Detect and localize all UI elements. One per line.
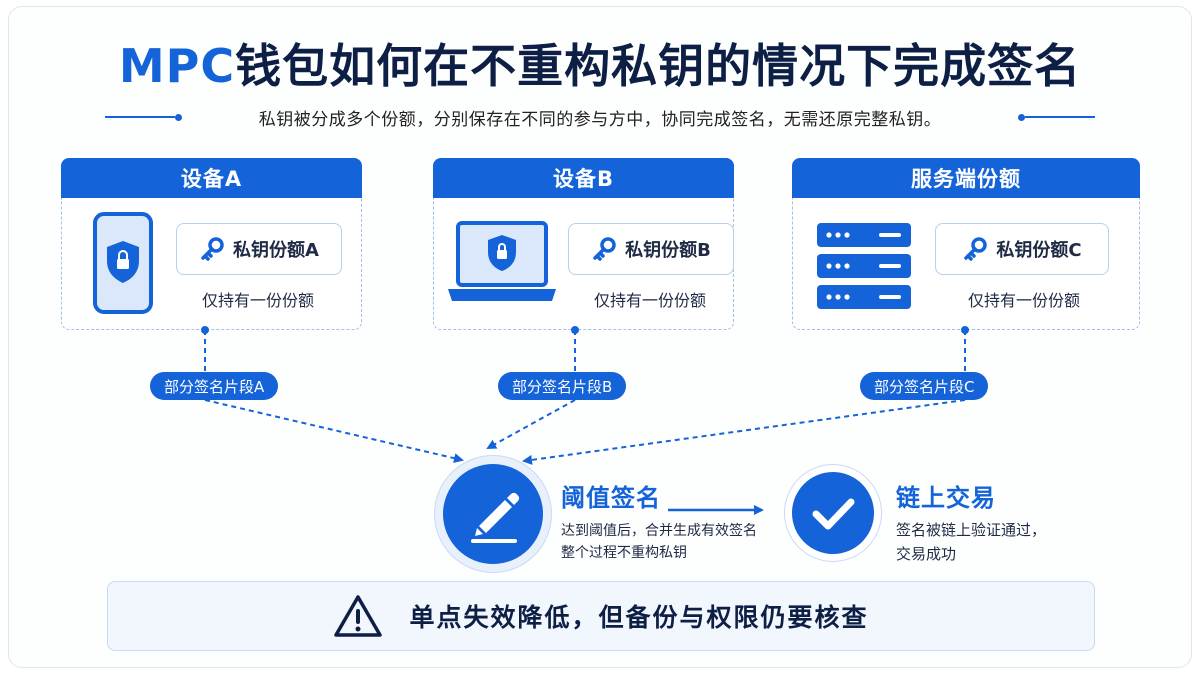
party-card-device-b: 设备B 私钥份额B 仅持有一份份额 [433,158,734,330]
laptop-shield-icon [448,221,556,301]
party-card-device-a: 设备A 私钥份额A 仅持有一份份额 [61,158,362,330]
key-icon [201,237,224,261]
share-box: 私钥份额B [568,223,734,275]
share-label: 私钥份额A [233,240,319,261]
party-title: 服务端份额 [792,158,1140,198]
page-title: MPC钱包如何在不重构私钥的情况下完成签名 [0,30,1200,96]
party-card-server: 服务端份额 私钥份额C 仅持有一份份额 [792,158,1140,330]
onchain-circle-inner [792,472,874,554]
party-title: 设备B [433,158,734,198]
threshold-circle-inner [443,464,543,564]
key-icon [593,237,616,261]
infographic-frame [8,6,1192,668]
onchain-desc-line1: 签名被链上验证通过， [896,521,1047,539]
subtitle-row: 私钥被分成多个份额，分别保存在不同的参与方中，协同完成签名，无需还原完整私钥。 [105,104,1095,130]
threshold-desc-line2: 整个过程不重构私钥 [561,545,687,561]
fragment-pill-a: 部分签名片段A [150,372,279,400]
onchain-desc-line2: 交易成功 [896,545,957,563]
smartphone-shield-icon [93,212,153,314]
hold-text: 仅持有一份份额 [593,291,706,310]
key-icon [964,237,988,261]
share-label: 私钥份额C [996,240,1082,261]
warning-box: 单点失效降低，但备份与权限仍要核查 [107,581,1095,651]
subtitle-left-rule [105,113,182,121]
checkmark-icon [812,498,855,530]
threshold-desc-line1: 达到阈值后，合并生成有效签名 [561,523,757,539]
share-box: 私钥份额C [935,223,1109,275]
share-box: 私钥份额A [176,223,342,275]
connector-b-arrow [486,399,576,449]
fragment-pill-c: 部分签名片段C [860,372,989,400]
connector-a-arrow [204,399,464,464]
title-highlight: MPC [118,39,236,93]
fragment-pill-b: 部分签名片段B [498,372,627,400]
subtitle-right-rule [1018,113,1095,121]
party-title: 设备A [61,158,362,198]
hold-text: 仅持有一份份额 [967,291,1080,310]
threshold-title: 阈值签名 [561,484,661,512]
pen-sign-icon [471,492,520,543]
server-icon [817,223,911,309]
share-label: 私钥份额B [625,240,711,261]
onchain-title: 链上交易 [896,484,996,512]
warning-triangle-icon [334,595,383,637]
title-rest: 钱包如何在不重构私钥的情况下完成签名 [235,39,1082,93]
hold-text: 仅持有一份份额 [201,291,314,310]
warning-text: 单点失效降低，但备份与权限仍要核查 [409,603,869,632]
subtitle: 私钥被分成多个份额，分别保存在不同的参与方中，协同完成签名，无需还原完整私钥。 [258,109,942,130]
connector-c-arrow [522,399,966,465]
